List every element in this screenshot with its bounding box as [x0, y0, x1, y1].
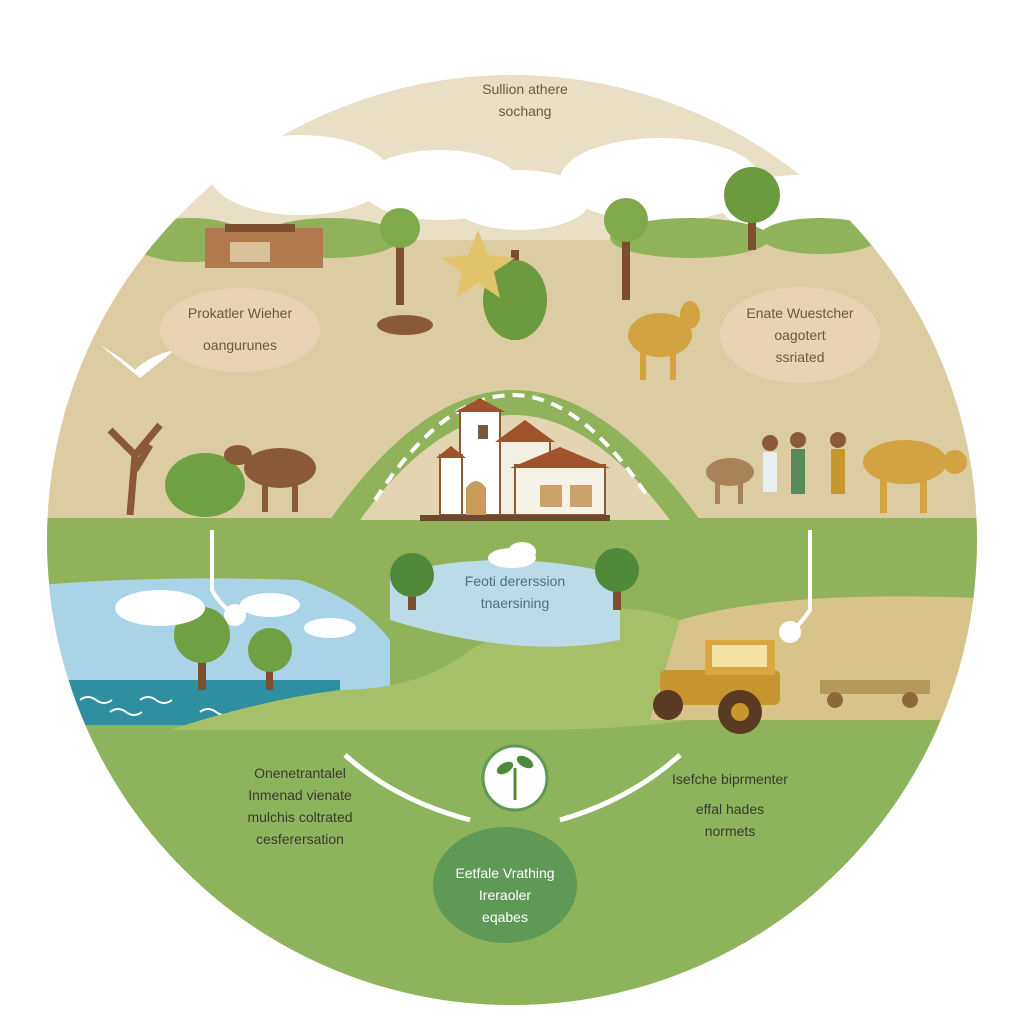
- left-bubble-line1: Prokatler Wieher: [160, 302, 320, 324]
- bottom-left-label: Onenetrantalel Inmenad vienate mulchis c…: [215, 762, 385, 850]
- sprout-badge-icon: [483, 746, 547, 810]
- bottom-badge-line2: Ireraoler: [435, 884, 575, 906]
- right-bubble-line1: Enate Wuestcher: [720, 302, 880, 324]
- bottom-left-line2: Inmenad vienate: [215, 784, 385, 806]
- top-label: Sullion athere sochang: [445, 78, 605, 122]
- barn-icon: [205, 224, 323, 268]
- cycle-node-right: [779, 621, 801, 643]
- bottom-badge-line1: Eetfale Vrathing: [435, 862, 575, 884]
- center-window-label: Feoti dererssion tnaersining: [430, 570, 600, 614]
- right-bubble-label: Enate Wuestcher oagotert ssriated: [720, 302, 880, 368]
- bottom-right-line1: Isefche biprmenter: [635, 768, 825, 790]
- top-label-line1: Sullion athere: [445, 78, 605, 100]
- center-window-line2: tnaersining: [430, 592, 600, 614]
- right-bubble-line2: oagotert: [720, 324, 880, 346]
- center-window-line1: Feoti dererssion: [430, 570, 600, 592]
- left-bubble-line2: oangurunes: [160, 334, 320, 356]
- right-bubble-line3: ssriated: [720, 346, 880, 368]
- bottom-right-line3: normets: [635, 820, 825, 842]
- bottom-badge-label: Eetfale Vrathing Ireraoler eqabes: [435, 862, 575, 928]
- bottom-left-line4: cesferersation: [215, 828, 385, 850]
- bottom-badge-line3: eqabes: [435, 906, 575, 928]
- top-label-line2: sochang: [445, 100, 605, 122]
- bottom-left-line1: Onenetrantalel: [215, 762, 385, 784]
- people-icon: [762, 432, 846, 494]
- cow-icon: [377, 315, 433, 335]
- bottom-left-line3: mulchis coltrated: [215, 806, 385, 828]
- left-bubble-label: Prokatler Wieher oangurunes: [160, 302, 320, 356]
- bottom-right-label: Isefche biprmenter effal hades normets: [635, 768, 825, 842]
- bottom-right-line2: effal hades: [635, 798, 825, 820]
